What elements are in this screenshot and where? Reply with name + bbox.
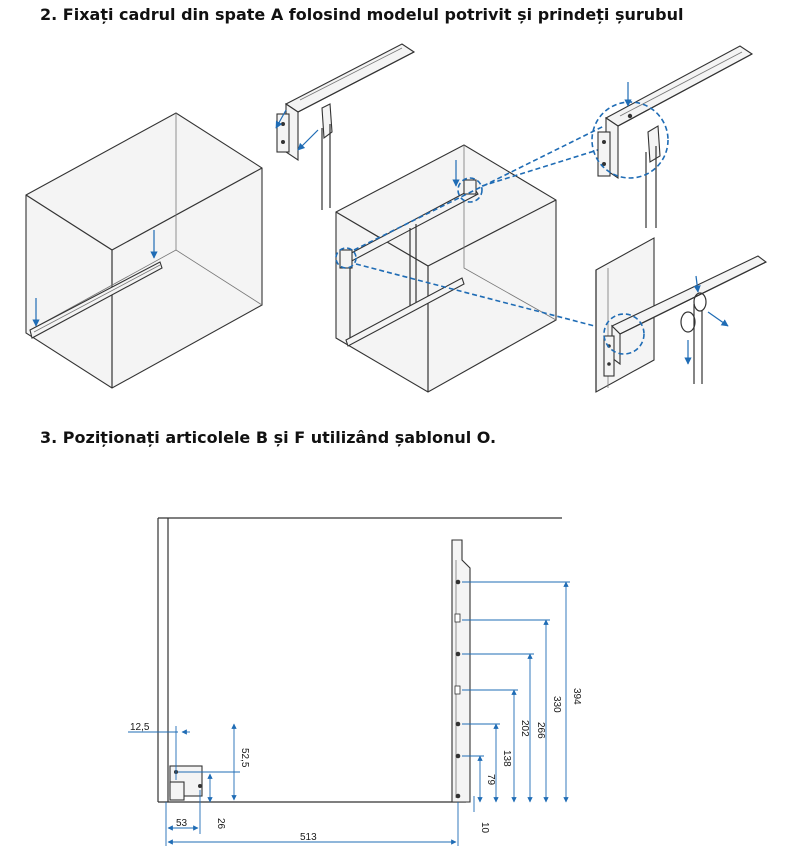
step-3-title: 3. Poziționați articolele B și F utilizâ… — [40, 428, 497, 447]
template-dimension-drawing: 12,5 52,5 53 26 513 10 79 138 202 266 33… — [128, 517, 582, 846]
dim-266: 266 — [535, 722, 546, 739]
dim-10: 10 — [479, 822, 490, 834]
dim-513: 513 — [300, 832, 317, 843]
step-2-title: 2. Fixați cadrul din spate A folosind mo… — [40, 5, 684, 24]
dim-52-5: 52,5 — [239, 748, 250, 768]
dim-330: 330 — [551, 696, 562, 713]
bracket-zoom-detail-bottom — [595, 237, 768, 393]
dim-79: 79 — [485, 774, 496, 786]
dim-202: 202 — [519, 720, 530, 737]
dim-26: 26 — [215, 818, 226, 830]
dim-138: 138 — [501, 750, 512, 767]
dim-394: 394 — [571, 688, 582, 705]
dim-12-5: 12,5 — [130, 722, 150, 733]
cabinet-right-illustration — [335, 125, 611, 393]
bracket-detail-top — [275, 43, 416, 210]
bracket-zoom-detail-top — [591, 45, 754, 228]
cabinet-left-illustration — [25, 112, 263, 389]
dim-53: 53 — [176, 818, 188, 829]
